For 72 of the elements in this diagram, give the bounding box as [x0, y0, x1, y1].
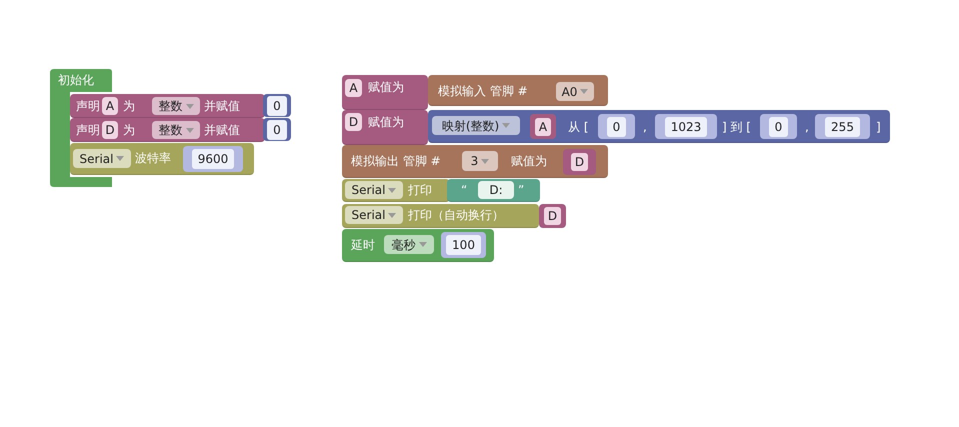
code-block: [342, 204, 539, 228]
number-block: [598, 114, 635, 139]
number-field: 0: [267, 120, 287, 140]
variable-chip: D: [102, 121, 118, 139]
number-field: 255: [825, 116, 860, 136]
variable-block: [539, 204, 566, 228]
block-label: 打印: [408, 182, 432, 199]
number-block: [655, 114, 717, 139]
dropdown: Serial: [345, 206, 403, 224]
block-label: 波特率: [135, 150, 171, 167]
variable-chip: D: [544, 207, 562, 225]
block-label: ,: [643, 119, 647, 136]
code-block: [342, 179, 450, 202]
code-block: [342, 75, 428, 110]
block-label: ”: [518, 182, 524, 199]
code-block: [428, 110, 890, 143]
dropdown: 3: [462, 151, 498, 171]
block-label: 模拟输出 管脚 #: [351, 153, 441, 170]
number-field: 0: [768, 116, 788, 136]
block-label: 初始化: [58, 72, 94, 89]
block-label: 并赋值: [204, 98, 240, 115]
block-label: 赋值为: [511, 153, 547, 170]
block-label: 赋值为: [368, 114, 404, 131]
code-block: [342, 229, 494, 262]
dropdown: 整数: [152, 121, 200, 139]
block-label: 延时: [351, 237, 375, 254]
number-field: 0: [267, 96, 287, 116]
block-label: “: [461, 182, 468, 199]
variable-block: [563, 149, 596, 175]
variable-block: [530, 114, 556, 139]
dropdown: 毫秒: [384, 235, 434, 254]
code-block: [342, 110, 428, 145]
block-label: 赋值为: [368, 79, 404, 96]
dropdown: 映射(整数): [432, 116, 520, 135]
code-block: [70, 94, 265, 118]
block-label: 为: [123, 122, 135, 139]
block-label: ,: [805, 119, 809, 136]
block-label: 从 [: [568, 119, 588, 136]
block-label: 声明: [76, 122, 100, 139]
block-label: 并赋值: [204, 122, 240, 139]
block-label: 为: [123, 98, 135, 115]
code-block: [428, 75, 608, 106]
number-block: [183, 146, 243, 172]
dropdown: Serial: [345, 181, 403, 199]
block-label: ] 到 [: [722, 119, 751, 136]
code-block: [447, 179, 540, 202]
block-label: 模拟输入 管脚 #: [438, 83, 528, 100]
number-block: [263, 94, 291, 117]
number-block: [760, 114, 797, 139]
code-block: [342, 145, 608, 178]
number-field: 1023: [664, 116, 708, 136]
dropdown: Serial: [73, 149, 131, 168]
number-field: 9600: [192, 149, 234, 169]
dropdown: A0: [556, 82, 594, 101]
text-field: D:: [478, 181, 514, 199]
block-label: ]: [876, 119, 881, 136]
number-field: 0: [606, 116, 626, 136]
variable-chip: A: [102, 97, 118, 115]
block-label: 声明: [76, 98, 100, 115]
number-block: [263, 118, 291, 141]
dropdown: 整数: [152, 97, 200, 115]
variable-chip: A: [345, 79, 362, 97]
number-block: [815, 114, 870, 139]
code-block: [70, 143, 254, 175]
variable-chip: D: [570, 153, 588, 171]
block-label: 打印（自动换行）: [408, 207, 504, 224]
number-block: [441, 232, 486, 258]
code-block: [50, 69, 112, 187]
code-block: [70, 118, 265, 142]
variable-chip: A: [534, 118, 552, 136]
number-field: 100: [446, 235, 481, 255]
variable-chip: D: [345, 113, 362, 131]
